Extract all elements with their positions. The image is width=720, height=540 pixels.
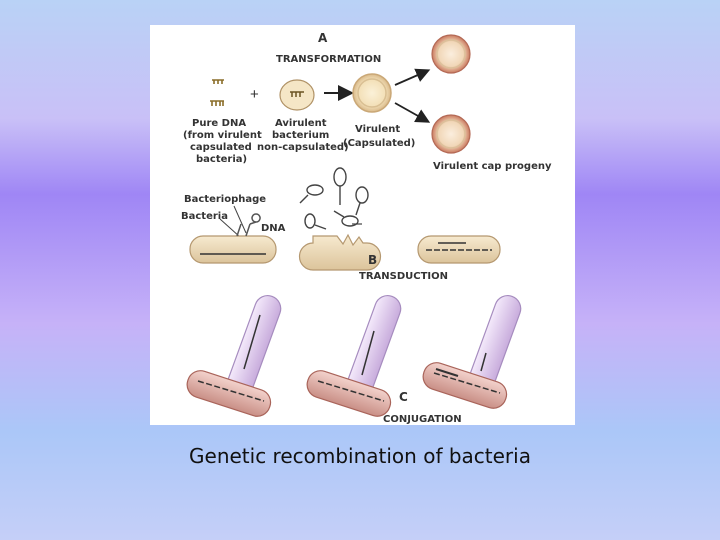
svg-text:(Capsulated): (Capsulated) bbox=[343, 138, 415, 149]
avirulent-label: Avirulent bacterium non-capsulated) bbox=[257, 118, 349, 153]
bacteriophage-label: Bacteriophage bbox=[184, 194, 266, 205]
recipient-bacterium-icon bbox=[417, 235, 501, 264]
conjugation-pair-icon bbox=[306, 294, 402, 417]
virulent-capsulated-icon bbox=[352, 73, 392, 113]
conjugation-pair-icon bbox=[422, 294, 522, 409]
svg-text:bacteria): bacteria) bbox=[196, 154, 247, 165]
svg-text:(from virulent: (from virulent bbox=[183, 130, 262, 141]
dna-label: DNA bbox=[261, 223, 286, 234]
section-c-letter: C bbox=[399, 390, 408, 404]
conjugation-pair-icon bbox=[186, 294, 282, 417]
svg-text:capsulated: capsulated bbox=[190, 142, 252, 153]
section-a-letter: A bbox=[318, 31, 328, 45]
bacteriophage-icon bbox=[236, 213, 261, 237]
lysing-bacterium-icon bbox=[298, 233, 382, 271]
bacterium-rod-icon bbox=[189, 235, 277, 264]
progeny-cell-icon bbox=[431, 114, 471, 154]
section-b-letter: B bbox=[368, 253, 377, 267]
svg-text:Pure DNA: Pure DNA bbox=[192, 118, 246, 129]
recombination-diagram: A TRANSFORMATION + bbox=[181, 31, 552, 425]
slide-caption: Genetic recombination of bacteria bbox=[189, 444, 531, 468]
avirulent-bacterium-icon bbox=[279, 79, 315, 111]
arrow-icon bbox=[394, 102, 431, 123]
section-b-title: TRANSDUCTION bbox=[359, 271, 448, 282]
diagram-figure: A TRANSFORMATION + bbox=[150, 25, 575, 425]
svg-text:bacterium: bacterium bbox=[272, 130, 329, 141]
virulent-label: Virulent (Capsulated) bbox=[343, 124, 415, 149]
progeny-cell-icon bbox=[431, 34, 471, 74]
dna-fragment-icon bbox=[210, 79, 224, 106]
section-a-title: TRANSFORMATION bbox=[276, 54, 381, 65]
svg-text:Virulent: Virulent bbox=[355, 124, 400, 135]
svg-text:non-capsulated): non-capsulated) bbox=[257, 142, 349, 153]
pure-dna-label: Pure DNA (from virulent capsulated bacte… bbox=[183, 118, 262, 165]
phage-cluster-icon bbox=[299, 167, 369, 230]
svg-text:Avirulent: Avirulent bbox=[275, 118, 327, 129]
bacteria-label: Bacteria bbox=[181, 211, 228, 222]
progeny-label: Virulent cap progeny bbox=[433, 161, 552, 172]
arrow-icon bbox=[394, 68, 431, 86]
section-c-title: CONJUGATION bbox=[383, 414, 462, 425]
plus-sign: + bbox=[250, 86, 259, 103]
